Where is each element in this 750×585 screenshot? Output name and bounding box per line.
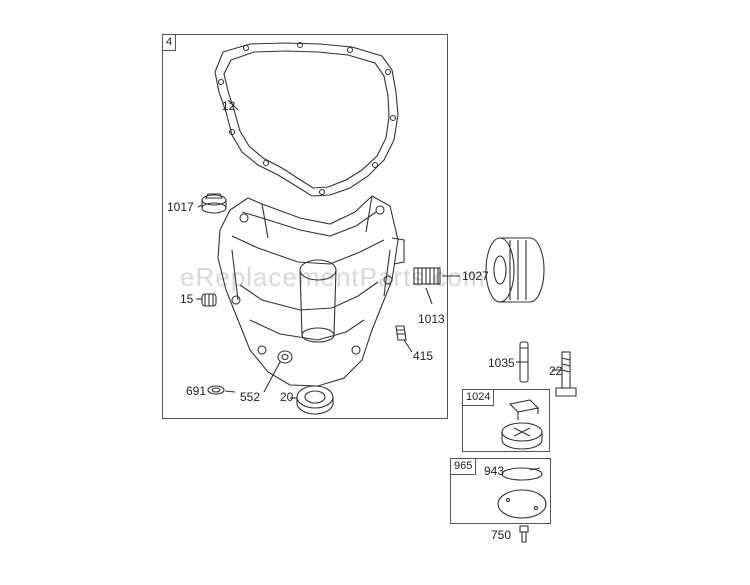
label-part-1027: 1027 bbox=[462, 269, 489, 283]
label-part-691: 691 bbox=[186, 384, 207, 398]
label-part-1017: 1017 bbox=[167, 200, 194, 214]
sump-housing bbox=[217, 195, 399, 387]
gasket-12 bbox=[214, 42, 399, 197]
oil-pump-kit-tag: 1024 bbox=[462, 389, 495, 406]
cover-kit-frame bbox=[450, 458, 551, 524]
cover-kit-tag: 965 bbox=[450, 458, 477, 475]
label-part-1013: 1013 bbox=[418, 312, 445, 326]
label-part-15: 15 bbox=[180, 292, 194, 306]
label-part-1035: 1035 bbox=[488, 356, 515, 370]
label-part-12: 12 bbox=[222, 99, 236, 113]
main-assembly-frame bbox=[162, 34, 448, 419]
label-part-750: 750 bbox=[491, 528, 512, 542]
label-part-22: 22 bbox=[549, 364, 563, 378]
main-assembly-tag: 4 bbox=[162, 34, 177, 51]
label-part-943: 943 bbox=[484, 464, 505, 478]
label-part-415: 415 bbox=[413, 349, 434, 363]
oil-pump-kit-frame bbox=[462, 389, 550, 452]
label-part-552: 552 bbox=[240, 390, 261, 404]
label-part-20: 20 bbox=[280, 390, 294, 404]
